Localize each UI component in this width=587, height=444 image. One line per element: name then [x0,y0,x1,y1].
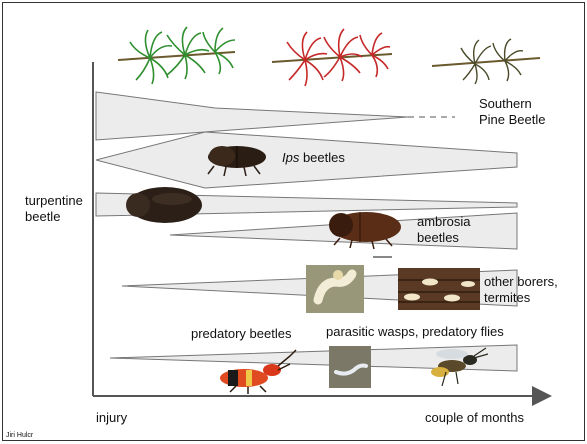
x-axis-end-label: couple of months [425,410,524,426]
ips-beetles-text: beetles [299,150,345,165]
other-borers-label: other borers, termites [484,274,558,306]
ambrosia-beetles-label-line1: ambrosia [417,214,470,229]
ips-genus-text: Ips [282,150,299,165]
ambrosia-beetles-label: ambrosia beetles [417,214,470,246]
author-credit: Jiri Hulcr [6,428,33,444]
turpentine-beetle-label: turpentine beetle [25,193,83,225]
dead-pine-twig-icon [432,39,540,84]
southern-pine-beetle-label-line2: Pine Beetle [479,112,546,127]
borer-larva-photo [306,265,364,313]
turpentine-beetle-label-line2: beetle [25,209,60,224]
southern-pine-beetle-label: Southern Pine Beetle [479,96,546,128]
band-southern-pine-beetle [96,92,408,140]
parasitoid-larva-photo [329,346,371,388]
turpentine-beetle-photo [126,187,202,223]
red-pine-twig-icon [272,29,392,86]
southern-pine-beetle-label-line1: Southern [479,96,532,111]
other-borers-label-line2: termites [484,290,530,305]
turpentine-beetle-label-line1: turpentine [25,193,83,208]
parasitic-wasps-label: parasitic wasps, predatory flies [326,324,504,340]
ambrosia-beetles-label-line2: beetles [417,230,459,245]
predatory-beetles-label: predatory beetles [191,326,291,342]
ips-beetles-label: Ips beetles [282,150,345,166]
green-pine-twig-icon [118,27,235,84]
termites-photo [398,268,480,310]
ambrosia-beetle-photo [329,212,401,257]
other-borers-label-line1: other borers, [484,274,558,289]
x-axis-start-label: injury [96,410,127,426]
